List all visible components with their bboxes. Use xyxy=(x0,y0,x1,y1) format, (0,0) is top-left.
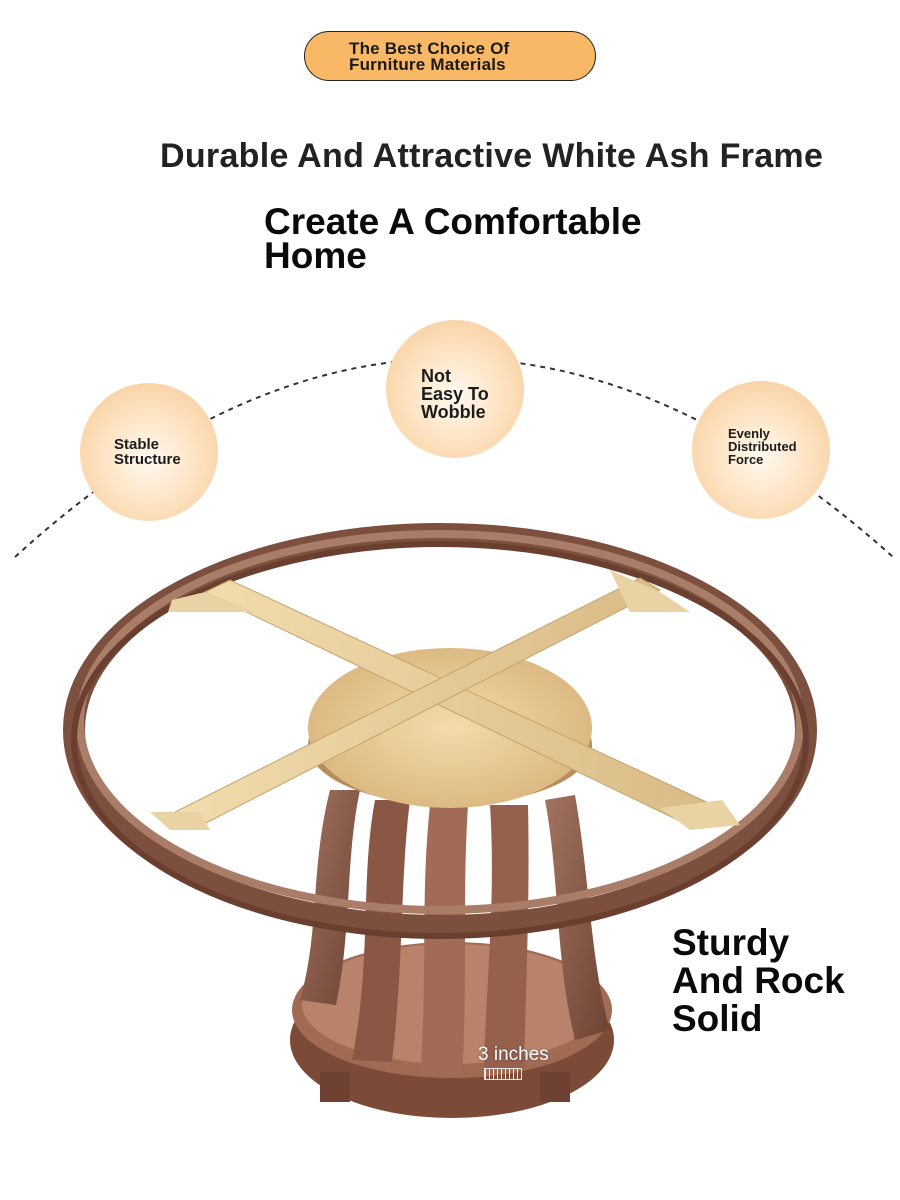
feature-label: Distributed xyxy=(728,439,797,454)
feature-label: Structure xyxy=(114,451,181,468)
subheadline-line-2: Home xyxy=(264,235,367,276)
cross-bars xyxy=(150,570,740,830)
feature-circle-evenly-distributed-force: Evenly Distributed Force xyxy=(692,381,830,519)
outer-ring xyxy=(63,523,817,939)
feature-label: Force xyxy=(728,452,764,467)
feature-label: Wobble xyxy=(421,402,486,422)
feature-label: Evenly xyxy=(728,426,770,441)
subheadline-line-1: Create A Comfortable xyxy=(264,201,642,242)
feature-circle-stable-structure: Stable Structure xyxy=(80,383,218,521)
callout-line-3: Solid xyxy=(672,998,763,1039)
badge-line-1: The Best Choice Of xyxy=(349,39,510,58)
subheadline: Create A Comfortable Home xyxy=(264,201,642,276)
measurement-label: 3 inches xyxy=(478,1044,549,1065)
materials-badge: The Best Choice Of Furniture Materials xyxy=(304,31,596,81)
ruler-icon xyxy=(484,1068,522,1080)
feature-label: Easy To xyxy=(421,384,489,404)
feature-label: Stable xyxy=(114,436,160,453)
callout-line-2: And Rock xyxy=(672,960,845,1001)
feature-label: Not xyxy=(421,366,451,386)
callout-line-1: Sturdy xyxy=(672,922,790,963)
feature-circle-not-easy-to-wobble: Not Easy To Wobble xyxy=(386,320,524,458)
badge-line-2: Furniture Materials xyxy=(349,55,506,74)
center-disc xyxy=(308,648,592,808)
headline: Durable And Attractive White Ash Frame xyxy=(160,137,824,175)
sturdy-callout: Sturdy And Rock Solid xyxy=(672,924,845,1038)
